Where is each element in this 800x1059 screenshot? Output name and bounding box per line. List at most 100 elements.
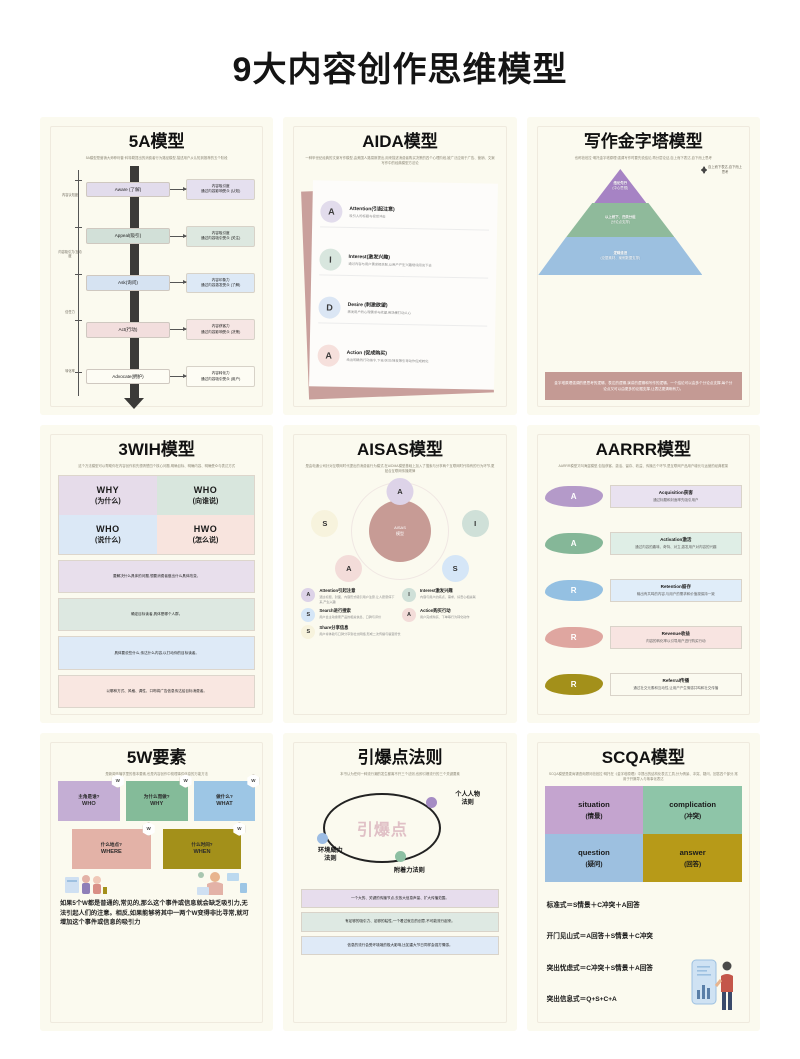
double-arrow-icon	[700, 165, 707, 174]
card-subtitle: 是由电通公司针对互联网时代提出的消费者行为模式,在AIDMA模型基础上加入了搜索…	[305, 463, 495, 473]
axis-label: 内容吸引力/互动度	[58, 249, 82, 258]
tipping-ellipse: 引爆点	[323, 792, 442, 863]
letter-badge: S	[301, 607, 316, 622]
stage-desc: 内容获客力通过内容影响受众 (决策)	[186, 319, 256, 341]
scqa-formula: 突出忧虑式＝C冲突＋S情景＋A回答	[546, 964, 653, 972]
aida-diagram: A Attention(引起注意) 吸引人的标题与视觉冲击 I Interest…	[301, 172, 499, 400]
card-title: SCQA模型	[601, 748, 685, 767]
five-w-card-where: W 什么地点? WHERE	[72, 821, 155, 869]
axis-label: 转化率	[65, 368, 75, 373]
wih-bar: 确定目标读者,具体是哪个人群。	[58, 598, 256, 632]
scqa-content: situation (情景) complication (冲突) questio…	[544, 786, 742, 1016]
person-at-desk-illustration-icon	[197, 871, 248, 895]
brush-badge: R	[544, 626, 603, 648]
shopping-people-illustration-icon	[65, 874, 107, 894]
wih-quadrant-grid: WHY (为什么) WHO (向谁说) WHO (说什么) HWO	[58, 474, 256, 555]
legend-desc: 用户完成购买、下单等行为转化动作	[419, 614, 470, 619]
pyramid-side-note: 自上而下表达,自下而上思考	[696, 165, 742, 175]
five-w-card-what: W 做什么? WHAT	[193, 773, 260, 821]
pyramid-summary: 金字塔原理强调的是思考的逻辑、表达的逻辑,演讲的逻辑和写作的逻辑。一个结论可以由…	[544, 371, 742, 400]
aida-item-title: Desire (刺激欲望)	[347, 302, 388, 309]
aida-item-title: Action (促成购买)	[346, 350, 388, 358]
card-title: 5A模型	[128, 132, 185, 151]
stage-axis: 内容认知度 内容吸引力/互动度 信任力 转化率	[58, 166, 86, 400]
card-aarrr-model: AARRR模型 AARRR模型又叫海盗模型,包括获客、激活、留存、收益、传播五个…	[526, 425, 760, 723]
scqa-formula-list: 标准式＝S情景＋C冲突＋A回答 开门见山式＝A回答＋S情景＋C冲突 突出忧虑式＝…	[545, 882, 742, 1016]
letter-badge: A	[320, 200, 343, 223]
legend-item: A Attention引起注意 通过标题、封面、内容形式吸引用户注意,让人愿意停…	[301, 588, 398, 604]
stage-label: Advocate(拥护)	[86, 368, 170, 385]
connector-arrow-icon	[170, 186, 187, 191]
stage-row: Ask(询问) 内容印象力通过内容激发受众 (了解)	[86, 260, 256, 307]
scqa-formula: 开门见山式＝A回答＋S情景＋C冲突	[546, 933, 653, 941]
aarrr-title: Referral传播	[662, 677, 690, 683]
page-title: 9大内容创作思维模型	[232, 51, 568, 89]
aisas-node: S	[441, 555, 469, 583]
w-hex-badge: W	[247, 773, 260, 788]
card-writing-pyramid-model: 写作金字塔模型 也称芭芭拉·明托金字塔原理,强调写作时要先说结论,再分层论证,自…	[526, 117, 760, 415]
scqa-quadrant-complication: complication (冲突)	[643, 786, 742, 835]
aida-item-desc: 通过内容与用户需求相关联,让用户产生兴趣继续阅读下去	[348, 261, 433, 268]
letter-badge: A	[301, 588, 316, 603]
axis-label: 内容认知度	[62, 193, 78, 198]
card-scqa-model: SCQA模型 SCQA模型是麦肯锡咨询顾问芭芭拉·明托在《金字塔原理》中提出的结…	[526, 733, 760, 1031]
letter-badge: I	[401, 588, 416, 603]
aarrr-desc: 通过标题和封面率先吸引用户	[653, 497, 699, 502]
aisas-content: AISAS 模型 A I S A S A Attention引起注意	[301, 476, 498, 708]
tipping-label-stickiness: 附着力法则	[393, 866, 425, 874]
card-subtitle: 本书认为任何一种流行潮的发生都离不开三个法则,也即引爆流行的三个关键要素	[340, 771, 460, 776]
aisas-legend: A Attention引起注意 通过标题、封面、内容形式吸引用户注意,让人愿意停…	[301, 586, 498, 708]
connector-arrow-icon	[170, 374, 187, 379]
card-tipping-point-rules: 引爆点法则 本书认为任何一种流行潮的发生都离不开三个法则,也即引爆流行的三个关键…	[283, 733, 517, 1031]
aarrr-item: R Referral传播 通过社交元素和互动性,让用户产生情感共鸣和社交传播	[544, 672, 742, 697]
aida-item-desc: 给出明确的行动指令,下单/关注/转发等引导动作促成转化	[346, 358, 429, 364]
five-w-note: 如果5个W都是普通的,常见的,那么这个事件或信息就会缺乏吸引力,无法引起人们的注…	[60, 899, 249, 927]
aida-item-desc: 激发用户的心理需求与欲望,用场景打动人心	[347, 310, 412, 316]
legend-title: Interest激发兴趣	[419, 588, 453, 594]
letter-badge: A	[317, 344, 341, 368]
legend-title: Action购买行动	[419, 607, 451, 613]
pyramid-level-top: 结论先行(中心思想)	[594, 168, 647, 203]
card-subtitle: SCQA模型是麦肯锡咨询顾问芭芭拉·明托在《金字塔原理》中提出的结构化表达工具,…	[548, 771, 738, 781]
card-3wih-model: 3WIH模型 这个万法模型可以帮助你在内容创作前先想清楚四个核心问题,明确目标、…	[40, 425, 274, 723]
wih-cell-who-content: WHO (说什么)	[59, 514, 157, 554]
letter-badge: S	[301, 624, 316, 639]
stage-desc: 内容吸引度通过内容吸引受众 (关注)	[186, 225, 256, 247]
connector-arrow-icon	[170, 327, 187, 332]
pyramid-diagram: 结论先行(中心思想) 以上统下、归类分组(分论点支撑) 逻辑递进(论据素材、案例…	[538, 165, 742, 400]
w-hex-badge: W	[233, 821, 246, 836]
tipping-dot-stickiness	[395, 850, 407, 862]
stage-label: Appeal(吸引)	[86, 228, 170, 244]
illustration-row	[58, 869, 255, 899]
aarrr-list: A Acquisition获客 通过标题和封面率先吸引用户 A Activati…	[544, 473, 742, 708]
legend-item: A Action购买行动 用户完成购买、下单等行为转化动作	[401, 607, 499, 622]
tipping-bar: 一个大的、关键的传播节点,去放大信息声量、扩大传播范围。	[301, 888, 499, 909]
aida-item-title: Interest(激发兴趣)	[348, 253, 391, 261]
legend-desc: 内容与用户的痛点、需求、好奇心相关联	[419, 595, 476, 600]
card-title: AIDA模型	[362, 132, 438, 151]
aisas-node: I	[461, 510, 489, 538]
wih-bar: 要解决什么具体的问题,想要消费者做出什么具体改变。	[58, 559, 256, 594]
stage-label: Aware (了解)	[86, 181, 170, 198]
card-subtitle: 一种甲世纪经典的文案写作模型,由美国人路易斯提出,用来描述消费者购买决策的四个心…	[305, 155, 495, 165]
card-subtitle: 这个万法模型可以帮助你在内容创作前先想清楚四个核心问题,明确目标、明确内容、明确…	[78, 463, 236, 468]
scqa-quadrant-question: question (疑问)	[544, 834, 644, 883]
legend-title: Search进行搜索	[319, 607, 351, 613]
wih-cell-how: HWO (怎么说)	[156, 514, 255, 554]
letter-badge: A	[401, 607, 416, 622]
wih-cell-who-target: WHO (向谁说)	[156, 475, 255, 515]
brush-badge: R	[544, 673, 603, 695]
tipping-dot-environment	[317, 832, 329, 844]
aarrr-desc: 通过内容的趣味、奇特、对立,激发用户对内容的兴趣	[635, 544, 717, 549]
stage-label: Ask(询问)	[86, 275, 170, 291]
card-subtitle: 是新闻传播学里的基本要素,也是内容创作中梳理事件信息的万能方法	[105, 771, 208, 776]
five-w-content: W 主角是谁? WHO W 为什么而做? WHY W 做什么? WHAT	[58, 773, 260, 1016]
tipping-content: 引爆点 个人人物法则 环境威力法则 附着力法则 一个大的、关键的传播节点,去放大…	[301, 781, 499, 1016]
scqa-formula: 突出信息式＝Q+S+C+A	[546, 996, 617, 1004]
stage-row: Advocate(拥护) 内容转化力通过内容吸引受众 (用户)	[86, 353, 256, 400]
legend-item: S Search进行搜索 用户会主动搜索产品的相关信息、口碑与评价	[301, 607, 398, 622]
five-a-flow: 内容认知度 内容吸引力/互动度 信任力 转化率 Aware (了解) 内容吸引度…	[58, 165, 256, 410]
aisas-node: A	[386, 478, 414, 506]
w-hex-badge: W	[179, 773, 192, 788]
card-subtitle: 也称芭芭拉·明托金字塔原理,强调写作时要先说结论,再分层论证,自上而下表达,自下…	[574, 155, 712, 160]
